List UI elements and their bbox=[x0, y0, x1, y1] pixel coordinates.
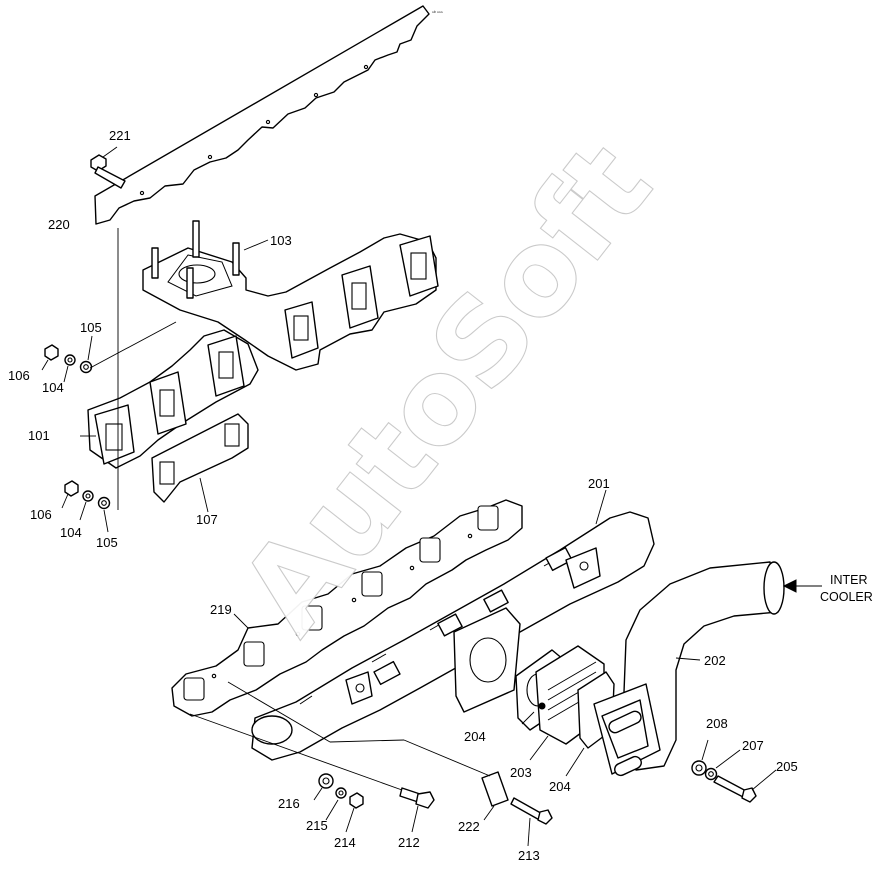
note-line-1: INTER bbox=[830, 573, 868, 587]
label-105-lower: 105 bbox=[96, 535, 118, 550]
part-number-labels: 221 220 103 105 106 104 101 106 104 105 … bbox=[8, 128, 798, 863]
long-manifold-gasket bbox=[171, 499, 523, 717]
pipe-bolt-set bbox=[691, 739, 777, 803]
lower-nut-washer-set bbox=[61, 228, 119, 533]
intake-manifold-pipe bbox=[251, 489, 655, 761]
manifold-gasket-107 bbox=[151, 413, 249, 513]
label-203: 203 bbox=[510, 765, 532, 780]
label-207: 207 bbox=[742, 738, 764, 753]
front-exhaust-manifold bbox=[80, 329, 259, 469]
intercooler-note: INTER COOLER bbox=[820, 573, 873, 604]
label-201: 201 bbox=[588, 476, 610, 491]
rear-exhaust-manifold bbox=[142, 220, 439, 371]
label-222: 222 bbox=[458, 819, 480, 834]
upper-nut-washer-set bbox=[41, 321, 177, 383]
note-line-2: COOLER bbox=[820, 590, 873, 604]
label-103: 103 bbox=[270, 233, 292, 248]
heat-shield-plate bbox=[94, 5, 430, 225]
label-213: 213 bbox=[518, 848, 540, 863]
label-106-lower: 106 bbox=[30, 507, 52, 522]
label-212: 212 bbox=[398, 835, 420, 850]
label-220: 220 bbox=[48, 217, 70, 232]
intake-fastener-set bbox=[189, 681, 553, 847]
label-107: 107 bbox=[196, 512, 218, 527]
label-204-right: 204 bbox=[549, 779, 571, 794]
label-219: 219 bbox=[210, 602, 232, 617]
label-216: 216 bbox=[278, 796, 300, 811]
corner-mark: ⁿᵇ ⁿⁿⁿ bbox=[432, 10, 443, 16]
label-215: 215 bbox=[306, 818, 328, 833]
label-202: 202 bbox=[704, 653, 726, 668]
label-104-lower: 104 bbox=[60, 525, 82, 540]
shield-bolt bbox=[90, 146, 126, 189]
label-204-left: 204 bbox=[464, 729, 486, 744]
label-205: 205 bbox=[776, 759, 798, 774]
flange-gasket-and-block bbox=[453, 607, 615, 777]
intercooler-pipe bbox=[593, 561, 822, 777]
label-101: 101 bbox=[28, 428, 50, 443]
label-214: 214 bbox=[334, 835, 356, 850]
label-104-upper: 104 bbox=[42, 380, 64, 395]
label-105-upper: 105 bbox=[80, 320, 102, 335]
label-221: 221 bbox=[109, 128, 131, 143]
label-106-upper: 106 bbox=[8, 368, 30, 383]
label-208: 208 bbox=[706, 716, 728, 731]
